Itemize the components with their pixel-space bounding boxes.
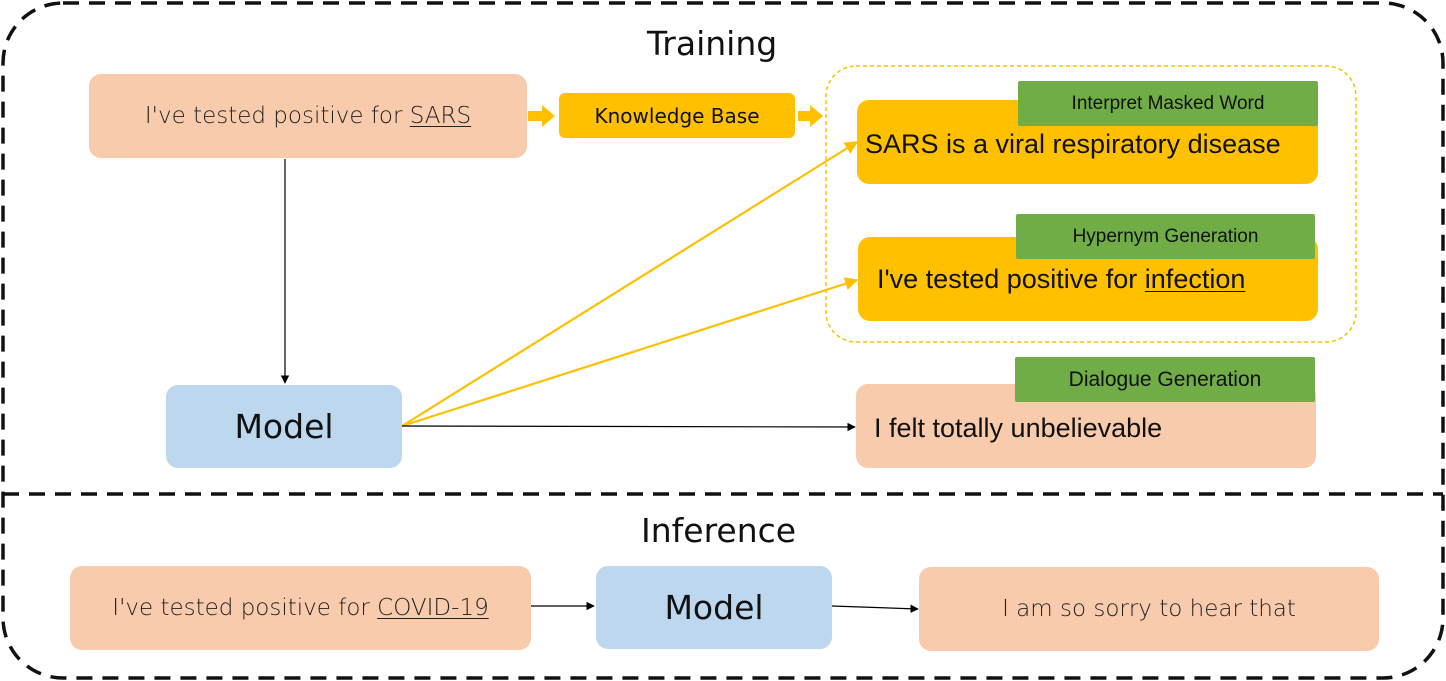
model-to-dialogue-arrow — [401, 422, 856, 432]
training-input-keyword: SARS — [409, 103, 472, 129]
inference-output-box: I am so sorry to hear that — [919, 567, 1379, 651]
model-to-interpret-arrow — [401, 141, 859, 427]
interpret-tag: Interpret Masked Word — [1018, 81, 1318, 126]
training-title: Training — [647, 24, 778, 63]
hypernym-output-prefix: I've tested positive for — [877, 263, 1145, 294]
kb-to-outputs-arrow — [798, 105, 823, 127]
inference-input-keyword: COVID-19 — [377, 595, 489, 621]
model-to-hypernym-arrow — [401, 277, 859, 428]
inference-title: Inference — [641, 511, 797, 550]
dialogue-tag: Dialogue Generation — [1015, 357, 1315, 402]
training-model-box: Model — [166, 385, 402, 468]
hypernym-output-keyword: infection — [1144, 263, 1246, 294]
training-input-prefix: I've tested positive for — [144, 103, 410, 129]
inference-model-box: Model — [596, 566, 832, 649]
training-input-box: I've tested positive for SARS — [89, 74, 527, 158]
inference-model-to-output-arrow — [831, 604, 919, 613]
knowledge-base-box: Knowledge Base — [559, 93, 795, 138]
input-to-kb-arrow — [528, 105, 555, 127]
inference-input-prefix: I've tested positive for — [112, 595, 378, 621]
hypernym-tag: Hypernym Generation — [1016, 214, 1315, 259]
knowledge-output-group — [825, 65, 1357, 343]
inference-input-box: I've tested positive for COVID-19 — [70, 566, 531, 650]
